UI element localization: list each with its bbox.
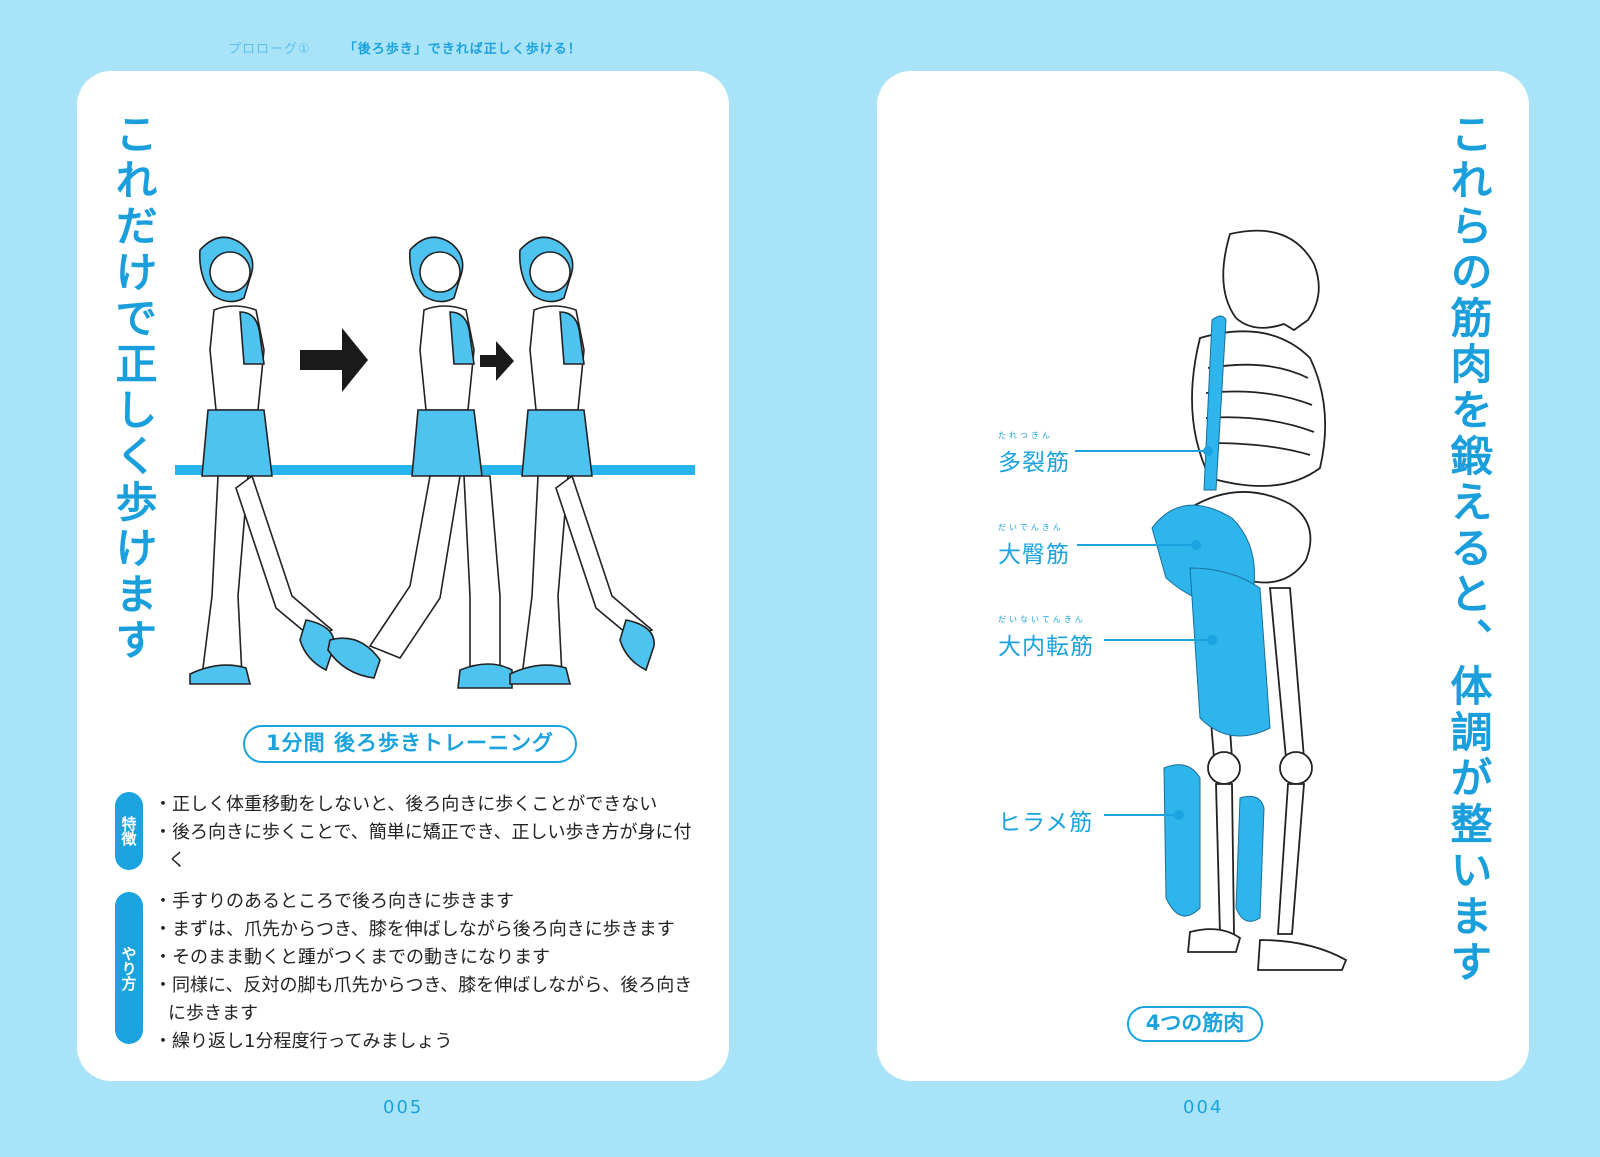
ruby-text: たれつきん xyxy=(998,431,1053,440)
list-item: ・正しく体重移動をしないと、後ろ向きに歩くことができない xyxy=(154,794,658,815)
chapter-title: 「後ろ歩き」できれば正しく歩ける！ xyxy=(343,42,582,57)
left-page-panel xyxy=(77,71,729,1081)
list-item: ・後ろ向きに歩くことで、簡単に矯正でき、正しい歩き方が身に付く xyxy=(154,822,692,871)
walking-illustration xyxy=(175,236,695,689)
four-muscles-caption: 4つの筋肉 xyxy=(1127,1006,1263,1042)
running-header: プロローグ① 「後ろ歩き」できれば正しく歩ける！ xyxy=(228,38,582,57)
right-page-title: これらの筋肉を鍛えると、体調が整います xyxy=(1444,112,1493,986)
walker-figure-2 xyxy=(327,236,513,689)
arrow-icon xyxy=(300,328,368,392)
howto-list: ・手すりのあるところで後ろ向きに歩きます ・まずは、爪先からつき、膝を伸ばしなが… xyxy=(154,888,694,1056)
arrow-icon xyxy=(480,341,514,381)
muscle-name: ヒラメ筋 xyxy=(998,810,1094,836)
muscle-label-multifidus: たれつきん 多裂筋 xyxy=(998,430,1070,477)
left-page-title: これだけで正しく歩けます xyxy=(109,112,158,664)
muscle-name: 大臀筋 xyxy=(998,542,1070,568)
soleus-muscle xyxy=(1163,764,1201,917)
page-number-right: 004 xyxy=(1183,1097,1224,1118)
soleus-muscle xyxy=(1235,795,1265,922)
list-item: ・手すりのあるところで後ろ向きに歩きます xyxy=(154,891,514,912)
list-item: ・そのまま動くと踵がつくまでの動きになります xyxy=(154,947,550,968)
skeleton-illustration xyxy=(1151,229,1348,971)
adductor-magnus-muscle xyxy=(1189,567,1271,737)
howto-label: やり方 xyxy=(115,892,143,1044)
muscle-label-gluteus-maximus: だいでんきん 大臀筋 xyxy=(998,522,1070,569)
walker-figure-1 xyxy=(189,236,335,685)
training-title: 1分間 後ろ歩きトレーニング xyxy=(243,725,577,763)
muscle-name: 大内転筋 xyxy=(998,634,1094,660)
ruby-text: だいでんきん xyxy=(998,523,1064,532)
muscle-name: 多裂筋 xyxy=(998,450,1070,476)
features-label: 特徴 xyxy=(115,792,143,870)
features-list: ・正しく体重移動をしないと、後ろ向きに歩くことができない ・後ろ向きに歩くことで… xyxy=(154,791,694,875)
list-item: ・繰り返し1分程度行ってみましょう xyxy=(154,1031,453,1052)
list-item: ・まずは、爪先からつき、膝を伸ばしながら後ろ向きに歩きます xyxy=(154,919,675,940)
muscle-label-adductor-magnus: だいないてんきん 大内転筋 xyxy=(998,614,1094,661)
walker-figure-3 xyxy=(509,236,655,685)
muscle-label-soleus: ヒラメ筋 xyxy=(998,803,1093,837)
page-number-left: 005 xyxy=(383,1097,424,1118)
section-label: プロローグ① xyxy=(228,42,311,57)
list-item: ・同様に、反対の脚も爪先からつき、膝を伸ばしながら、後ろ向きに歩きます xyxy=(154,975,693,1024)
ruby-text: だいないてんきん xyxy=(998,615,1086,624)
